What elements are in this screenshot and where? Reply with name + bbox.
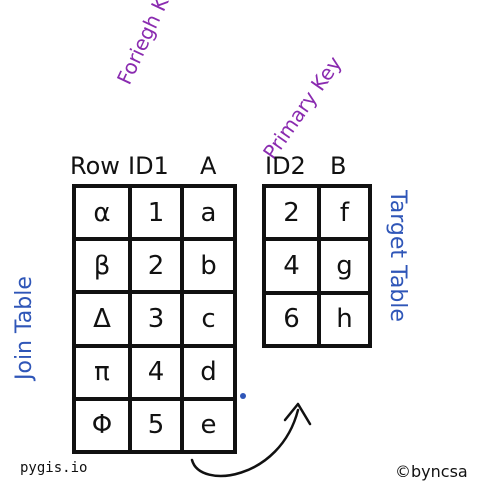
target-cell-3-b-text: h (336, 304, 353, 335)
join-cell-5-row: Φ (74, 398, 130, 452)
target-cell-2-b-text: g (336, 250, 353, 281)
join-cell-4-a: d (182, 345, 235, 399)
join-cell-4-id1: 4 (130, 345, 182, 399)
join-cell-1-row: α (74, 186, 130, 240)
foreign-key-text: Foriegh Key (112, 0, 184, 89)
target-cell-1-b: f (319, 186, 370, 240)
footer-left-text: pygis.io (20, 460, 88, 476)
join-cell-3-id1-text: 3 (147, 303, 165, 334)
join-cell-2-row: β (74, 239, 130, 293)
target-header-b-text: B (330, 152, 347, 180)
join-cell-4-row-text: π (94, 357, 110, 388)
join-cell-3-a: c (182, 292, 235, 346)
join-cell-1-id1: 1 (130, 186, 182, 240)
join-cell-1-id1-text: 1 (147, 197, 165, 228)
join-cell-1-row-text: α (93, 197, 111, 228)
target-cell-2-id2: 4 (264, 239, 319, 293)
join-cell-5-a: e (182, 398, 235, 452)
target-cell-1-id2: 2 (264, 186, 319, 240)
join-cell-2-id1-text: 2 (147, 250, 165, 281)
footer-right-text: ©byncsa (395, 462, 468, 481)
target-header-id2-text: ID2 (265, 152, 306, 180)
join-cell-3-row: Δ (74, 292, 130, 346)
target-table-label: Target Table (385, 190, 410, 322)
join-cell-2-row-text: β (93, 250, 111, 281)
target-cell-3-id2-text: 6 (283, 304, 300, 335)
primary-key-text: Primary Key (258, 51, 347, 164)
target-table-label-text: Target Table (385, 190, 410, 322)
target-header-id2: ID2 (265, 152, 306, 180)
foreign-key-annotation: Foriegh Key (112, 0, 213, 103)
join-cell-2-a: b (182, 239, 235, 293)
join-cell-3-id1: 3 (130, 292, 182, 346)
join-header-id1-text: ID1 (128, 152, 169, 180)
join-cell-5-id1-text: 5 (147, 410, 165, 441)
target-cell-3-id2: 6 (264, 292, 319, 346)
join-cell-2-a-text: b (200, 250, 217, 281)
join-cell-3-row-text: Δ (93, 303, 111, 334)
footer-right: ©byncsa (395, 462, 468, 481)
join-header-row-text: Row (70, 152, 120, 180)
relationship-arrow (190, 402, 312, 478)
join-header-row: Row (70, 152, 120, 180)
join-cell-4-row: π (74, 345, 130, 399)
join-cell-4-a-text: d (200, 357, 217, 388)
footer-left: pygis.io (20, 460, 87, 476)
target-table: 2 f 4 g 6 h (262, 184, 372, 348)
join-cell-1-a-text: a (200, 197, 217, 228)
join-table-label-text: Join Table (12, 276, 37, 380)
join-cell-5-a-text: e (200, 410, 217, 441)
join-header-a: A (200, 152, 216, 180)
join-table-label: Join Table (12, 276, 37, 380)
join-table: α 1 a β 2 b Δ 3 c π 4 d Φ 5 e (72, 184, 237, 454)
join-header-a-text: A (200, 152, 217, 180)
target-header-b: B (330, 152, 346, 180)
join-cell-3-a-text: c (201, 303, 216, 334)
join-cell-2-id1: 2 (130, 239, 182, 293)
target-cell-3-b: h (319, 292, 370, 346)
join-header-id1: ID1 (128, 152, 169, 180)
target-cell-2-id2-text: 4 (283, 250, 300, 281)
join-cell-1-a: a (182, 186, 235, 240)
target-cell-2-b: g (319, 239, 370, 293)
blue-dot (240, 393, 246, 399)
target-cell-1-b-text: f (339, 197, 350, 228)
join-cell-5-id1: 5 (130, 398, 182, 452)
join-cell-4-id1-text: 4 (147, 357, 165, 388)
join-cell-5-row-text: Φ (91, 410, 113, 441)
target-cell-1-id2-text: 2 (283, 197, 300, 228)
